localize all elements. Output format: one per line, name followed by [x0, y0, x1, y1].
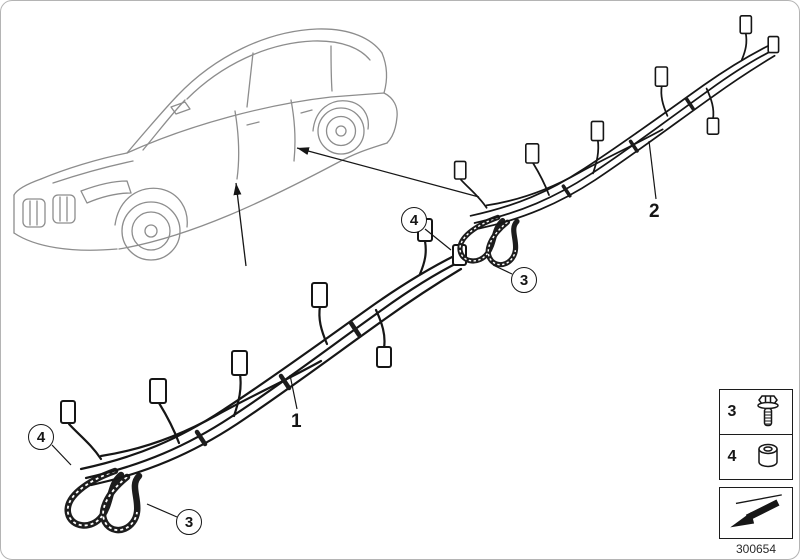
callout-screw-lower[interactable]: 3	[176, 509, 202, 535]
door-pointer-arrows	[233, 147, 480, 267]
legend-row-screw[interactable]: 3	[720, 390, 792, 434]
car-outline-drawing	[13, 28, 398, 261]
legend-row-fastener[interactable]: 4	[720, 434, 792, 479]
harness-1-drawing	[61, 219, 466, 530]
legend-fastener-label: 4	[727, 448, 737, 465]
hex-bolt-icon	[744, 393, 792, 431]
callout-harness-2[interactable]: 2	[649, 201, 660, 222]
callout-harness-1[interactable]: 1	[291, 411, 302, 432]
callout-leader-lines	[51, 140, 657, 518]
callout-fastener-upper[interactable]: 4	[401, 207, 427, 233]
legend-screw-label: 3	[727, 403, 737, 420]
fastener-legend: 3 4	[719, 389, 793, 480]
harness-2-drawing	[455, 16, 779, 265]
diagram-number: 300654	[735, 542, 777, 556]
callout-fastener-lower[interactable]: 4	[28, 424, 54, 450]
direction-symbol-box	[719, 487, 793, 539]
blind-rivet-icon	[744, 442, 792, 472]
callout-screw-upper[interactable]: 3	[511, 267, 537, 293]
direction-arrow-icon	[730, 494, 782, 528]
